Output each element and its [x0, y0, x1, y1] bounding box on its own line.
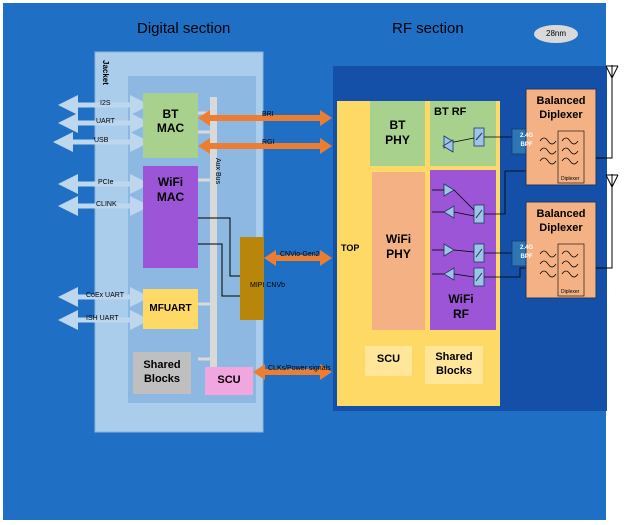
interface-label-pcie: PCIe	[98, 179, 114, 186]
diplexer-filter-symbols	[539, 137, 579, 278]
process-badge	[534, 25, 578, 43]
diplexer-block-2	[525, 201, 597, 299]
cnvio-label: CNVio-Gen2	[280, 251, 320, 258]
bt-mac-label: BT MAC	[156, 107, 185, 135]
rgi-label: RGI	[262, 139, 275, 146]
bus-connectors	[198, 111, 210, 361]
jacket-label: Jacket	[101, 60, 110, 85]
digital-shared-blocks-label: Shared Blocks	[143, 359, 181, 385]
rf-section-title: RF section	[392, 20, 464, 37]
cnvio-arrow	[264, 250, 332, 266]
wifi-mac-label: WiFi MAC	[156, 175, 185, 204]
diplexer-title-2: Balanced Diplexer	[536, 208, 586, 234]
bt-rf-block	[430, 101, 496, 166]
rf-shared-blocks	[425, 346, 483, 384]
rgi-arrow	[198, 138, 332, 154]
mfuart-block	[143, 289, 198, 329]
aux-bus-label: Aux Bus	[214, 158, 221, 185]
wifi-rf-circuit	[432, 170, 530, 287]
mipi-cnvb-block	[240, 237, 264, 320]
mfuart-label: MFUART	[149, 303, 192, 314]
clks-arrow	[253, 364, 332, 380]
bri-label: BRI	[262, 111, 274, 118]
wifi-mac-to-mipi-wire	[198, 217, 240, 277]
bpf-label-2: 2.4G BPF	[519, 245, 533, 260]
interface-label-coex-uart: CoEx UART	[86, 292, 124, 299]
diplexer-title-1: Balanced Diplexer	[536, 95, 586, 121]
wifi-phy-label: WiFi PHY	[385, 232, 412, 261]
bt-phy-block	[370, 101, 425, 166]
process-label: 28nm	[546, 29, 567, 38]
interface-label-usb: USB	[94, 137, 109, 144]
bpf-label-1: 2.4G BPF	[519, 133, 533, 148]
wifi-mac-block	[143, 166, 198, 268]
diplexer-inner-1	[557, 130, 585, 184]
diplexer-inner-label-1: Diplexer	[561, 176, 580, 182]
wifi-rf-label: WiFi RF	[448, 292, 474, 321]
diplexer-block-1	[525, 88, 597, 186]
wifi-mac-to-mipi-wire-2	[198, 243, 240, 297]
interface-label-i2s: I2S	[100, 100, 111, 107]
digital-scu-block	[205, 367, 253, 395]
antenna-icon	[596, 174, 619, 269]
rf-scu-block	[365, 346, 412, 376]
bt-rf-label: BT RF	[434, 106, 467, 118]
diplexer-inner-label-2: Diplexer	[561, 289, 580, 295]
diplexer-inner-2	[557, 243, 585, 297]
interface-label-ish-uart: ISH UART	[86, 315, 119, 322]
rf-scu-label: SCU	[376, 353, 401, 365]
rf-shared-blocks-label: Shared Blocks	[435, 351, 473, 377]
bt-phy-label: BT PHY	[385, 118, 410, 147]
link-arrows	[198, 110, 332, 380]
mipi-cnvb-label: MIPI CNVb	[250, 282, 286, 289]
digital-scu-label: SCU	[217, 374, 241, 386]
bt-mac-block	[143, 93, 198, 158]
interface-label-uart: UART	[96, 118, 115, 125]
bri-arrow	[198, 110, 332, 126]
digital-shared-blocks	[133, 352, 191, 394]
io-arrows	[53, 95, 150, 330]
clks-label: CLKs/Power signals	[268, 365, 331, 372]
rf-top-label: TOP	[341, 243, 360, 253]
bt-rf-circuit	[442, 127, 512, 153]
antenna-icon	[596, 65, 619, 159]
wifi-phy-block	[372, 172, 425, 330]
interface-label-clink: CLINK	[96, 201, 117, 208]
digital-section-title: Digital section	[137, 20, 231, 37]
